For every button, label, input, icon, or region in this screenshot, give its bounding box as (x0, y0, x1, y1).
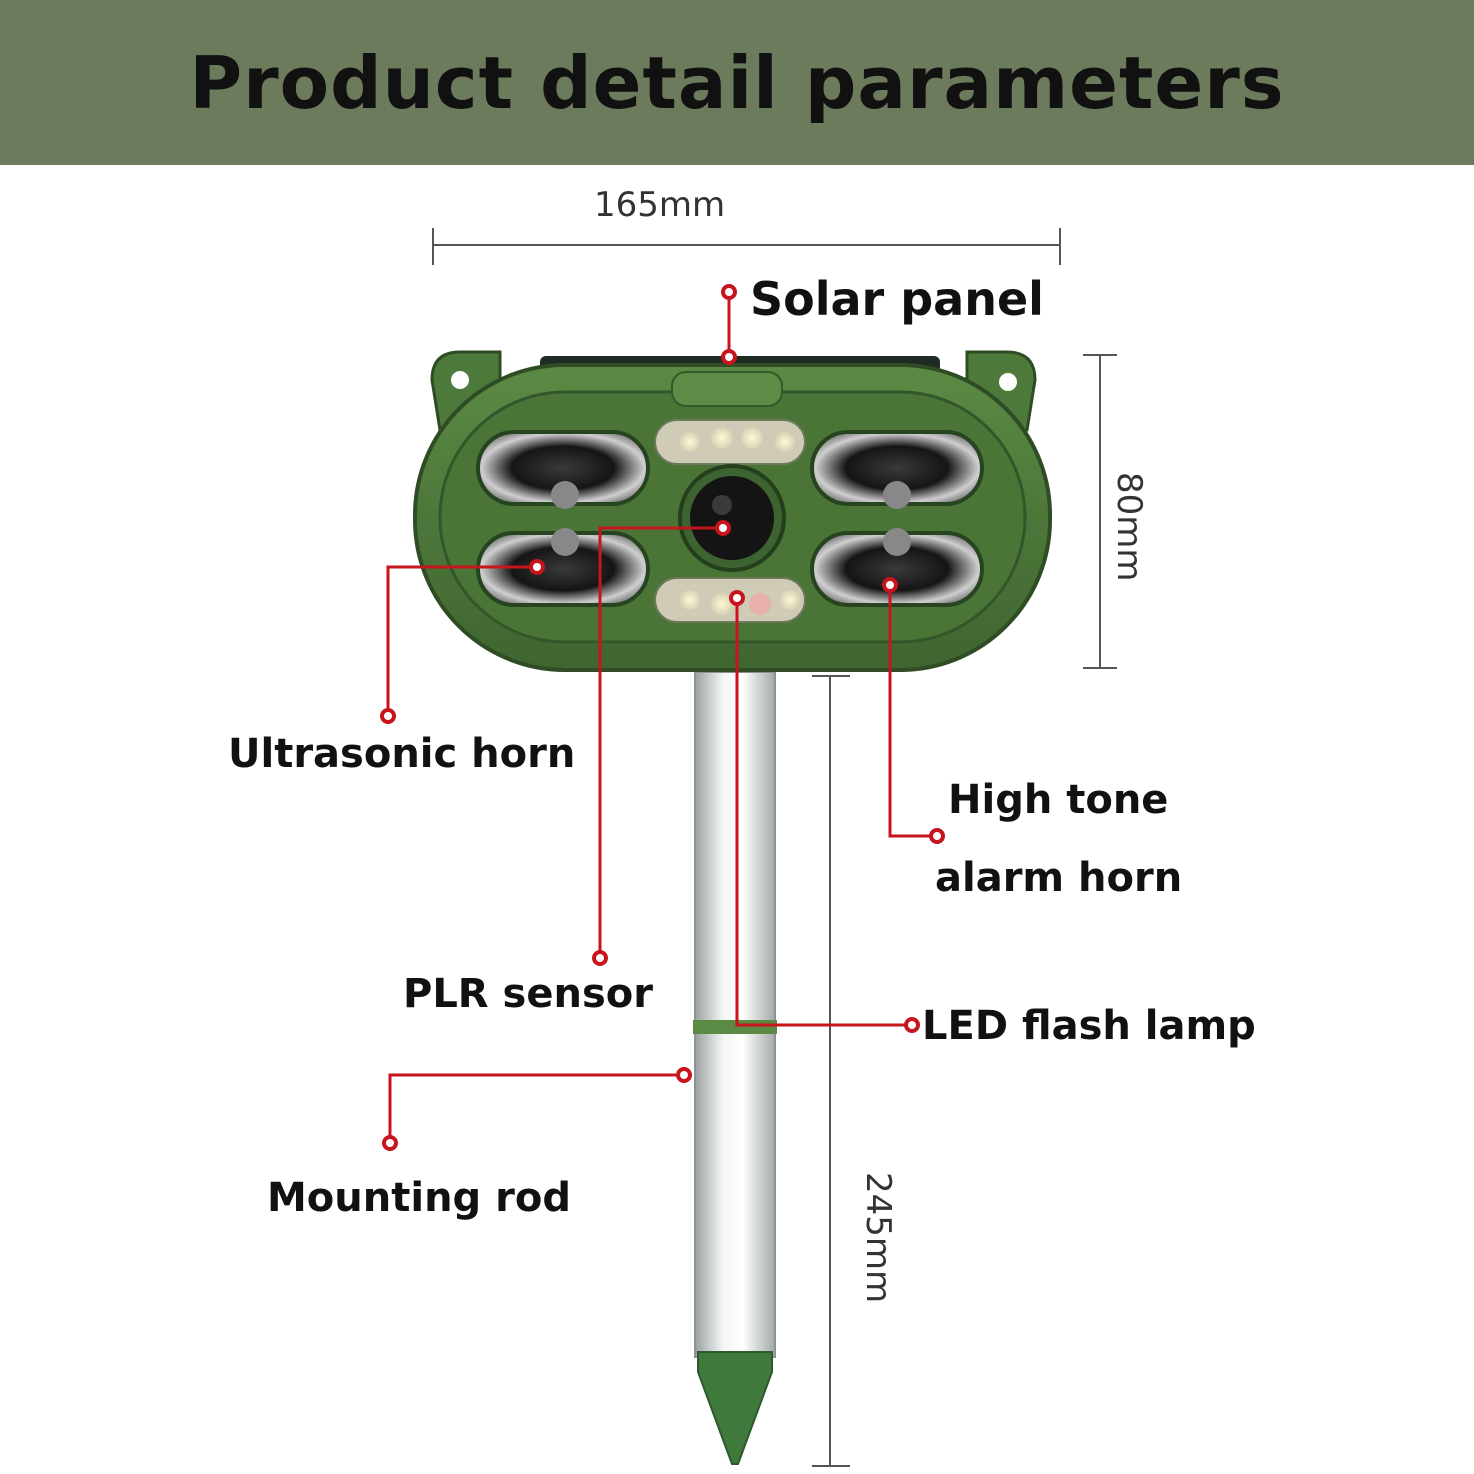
alarm-speaker-right (810, 430, 984, 607)
label-alarm-horn: alarm horn (935, 855, 1183, 901)
height-dimension-line (1083, 354, 1117, 669)
led-strip-top (654, 419, 806, 465)
label-high-tone: High tone (948, 777, 1169, 823)
plr-sensor-lens (678, 464, 786, 572)
width-dimension-line (432, 228, 1061, 265)
label-ultrasonic-horn: Ultrasonic horn (228, 731, 576, 777)
ultrasonic-speaker-left (476, 430, 650, 607)
callout-dots (380, 284, 945, 1151)
height-dimension-label: 80mm (1109, 472, 1149, 582)
label-solar-panel: Solar panel (750, 272, 1044, 326)
repeller-device (413, 350, 1052, 672)
page-title: Product detail parameters (189, 40, 1285, 125)
header-banner: Product detail parameters (0, 0, 1474, 165)
rod-dimension-line (812, 675, 850, 1467)
callout-lines (386, 292, 937, 1143)
width-dimension-label: 165mm (594, 185, 726, 225)
rod-dimension-label: 245mm (858, 1172, 898, 1304)
label-plr-sensor: PLR sensor (403, 971, 653, 1017)
label-mounting-rod: Mounting rod (267, 1175, 571, 1221)
mounting-rod (693, 671, 777, 1465)
label-led-flash-lamp: LED flash lamp (922, 1003, 1256, 1049)
